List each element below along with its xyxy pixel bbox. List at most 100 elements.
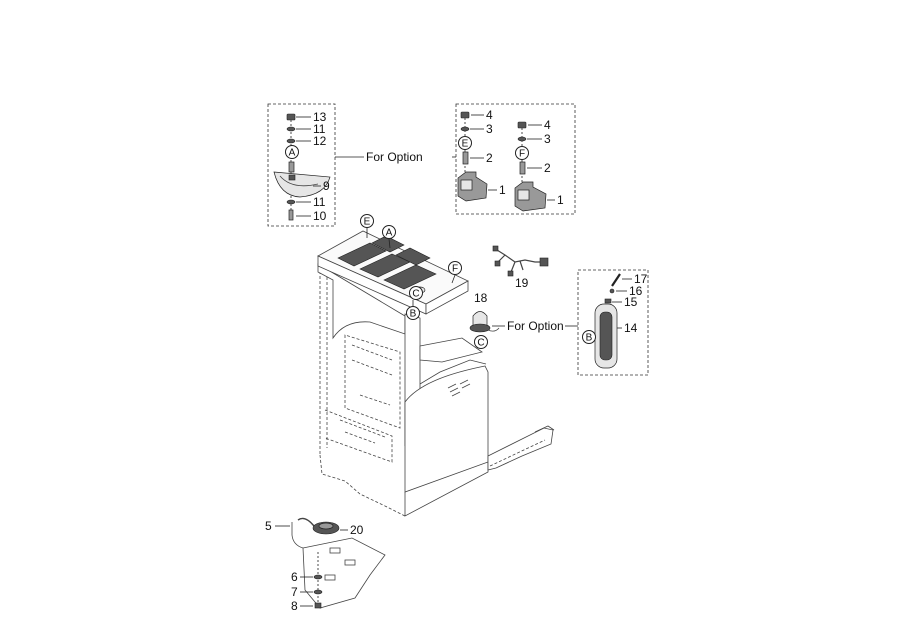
callout-9: 9 (323, 179, 330, 193)
washer-7 (313, 589, 323, 595)
callout-7: 7 (291, 585, 298, 599)
fork-edge (489, 439, 546, 467)
roof-side-edge (425, 280, 469, 315)
nut-4 (460, 111, 470, 119)
harness-connector-3 (507, 270, 514, 277)
roof-slat-4 (371, 235, 405, 253)
option-box-b-frame (577, 269, 649, 376)
beacon-ref-c-circle (474, 335, 488, 349)
washer-3 (460, 126, 470, 132)
switch-assembly: 5 20 6 7 8 (265, 517, 386, 613)
lamp-1b (514, 181, 547, 212)
beacon-dome (472, 311, 488, 328)
truck-body (317, 230, 555, 517)
option-box-ef-frame (455, 103, 576, 215)
callout-1b: 1 (557, 193, 564, 207)
option-box-a: A 13 11 12 9 11 10 (267, 103, 336, 227)
lamp-unit-e: E 4 3 2 1 (457, 108, 506, 202)
lamp-1 (457, 171, 488, 202)
switch-20-cap (318, 522, 334, 530)
screw-17 (611, 273, 621, 287)
truck-ref-f: F (448, 261, 462, 284)
bolt-10 (288, 209, 294, 221)
mounting-plate (302, 537, 386, 609)
dashboard-shelf (419, 337, 483, 363)
rear-upper-panel (317, 263, 406, 340)
washer-11 (286, 126, 296, 132)
callout-19: 19 (515, 276, 529, 290)
option-box-a-frame (267, 103, 336, 227)
side-lamp-lens (599, 311, 613, 361)
front-cowl (404, 365, 489, 493)
ref-e-circle (458, 136, 472, 150)
cowl-top-edge (419, 359, 487, 385)
lamp-1b-lens (517, 189, 530, 201)
work-lamp-shade (279, 175, 319, 187)
callout-1: 1 (499, 183, 506, 197)
callout-15: 15 (624, 295, 638, 309)
option-box-ef: E 4 3 2 1 F 4 3 (455, 103, 576, 215)
plate-slot-2 (344, 559, 356, 566)
callout-14: 14 (624, 321, 638, 335)
truck-ref-a: A (382, 225, 396, 249)
callout-4b: 4 (544, 118, 551, 132)
stud (288, 161, 295, 173)
callout-17: 17 (634, 272, 648, 286)
washer-6 (313, 574, 323, 580)
callout-5: 5 (265, 519, 272, 533)
ref-a-circle (285, 145, 299, 159)
for-option-top: For Option (335, 150, 456, 164)
callout-20: 20 (350, 523, 364, 537)
fork-deck (487, 427, 554, 471)
callout-4: 4 (486, 108, 493, 122)
truck-ref-c: C (409, 286, 423, 300)
roof-slat-5 (395, 247, 431, 266)
callout-18: 18 (474, 291, 488, 305)
callout-2: 2 (486, 151, 493, 165)
truck-ref-e-label: E (364, 217, 371, 228)
washer-12 (286, 138, 296, 144)
for-option-top-label: For Option (366, 150, 423, 164)
nut-4b (517, 121, 527, 129)
harness-connector-4 (539, 257, 549, 267)
switch-cord (297, 517, 315, 527)
callout-8: 8 (291, 599, 298, 613)
washer-11b (286, 199, 296, 205)
roof-slat-1 (337, 242, 387, 267)
callout-10: 10 (313, 209, 327, 223)
beacon-base (469, 323, 491, 333)
grommet-15 (604, 298, 612, 304)
pin-5 (291, 522, 304, 549)
cowl-grille (447, 379, 471, 397)
lamp-mount (288, 174, 296, 181)
harness-connector-1 (492, 245, 499, 252)
truck-ref-b: B (406, 300, 420, 320)
callout-16: 16 (629, 284, 643, 298)
truck-ref-a-label: A (386, 228, 393, 239)
callout-2b: 2 (544, 161, 551, 175)
callout-11b: 11 (313, 195, 326, 209)
washer-16 (609, 288, 615, 294)
ref-b-circle (582, 330, 596, 344)
stud-2 (462, 151, 469, 165)
for-option-side-label: For Option (507, 319, 564, 333)
lamp-unit-f: F 4 3 2 1 (514, 118, 564, 212)
floor-outline (324, 409, 393, 463)
roof-slat-3 (383, 264, 437, 290)
callout-11: 11 (313, 122, 326, 136)
ref-b-label: B (586, 333, 593, 344)
floor-detail (339, 419, 386, 444)
ref-f-circle (515, 146, 529, 160)
nut-13 (286, 113, 296, 121)
interior-detail (351, 344, 393, 406)
callout-13: 13 (313, 110, 327, 124)
callout-3: 3 (486, 122, 493, 136)
option-box-b: B 17 16 15 14 (577, 269, 649, 376)
lamp-1-lens (460, 179, 473, 191)
callout-6: 6 (291, 570, 298, 584)
truck-ref-c-label: C (412, 289, 419, 300)
work-lamp-9 (273, 171, 331, 198)
plate-slot-3 (324, 574, 336, 581)
